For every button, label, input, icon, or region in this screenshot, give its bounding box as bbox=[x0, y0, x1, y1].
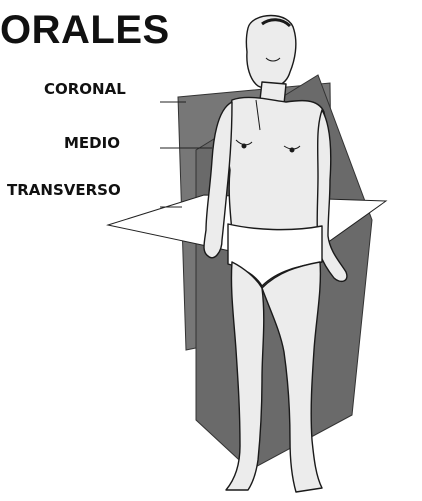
label-coronal: CORONAL bbox=[44, 82, 126, 97]
page-title: ORALES bbox=[0, 10, 170, 50]
label-transverso: TRANSVERSO bbox=[7, 183, 121, 198]
label-medio: MEDIO bbox=[64, 136, 120, 151]
